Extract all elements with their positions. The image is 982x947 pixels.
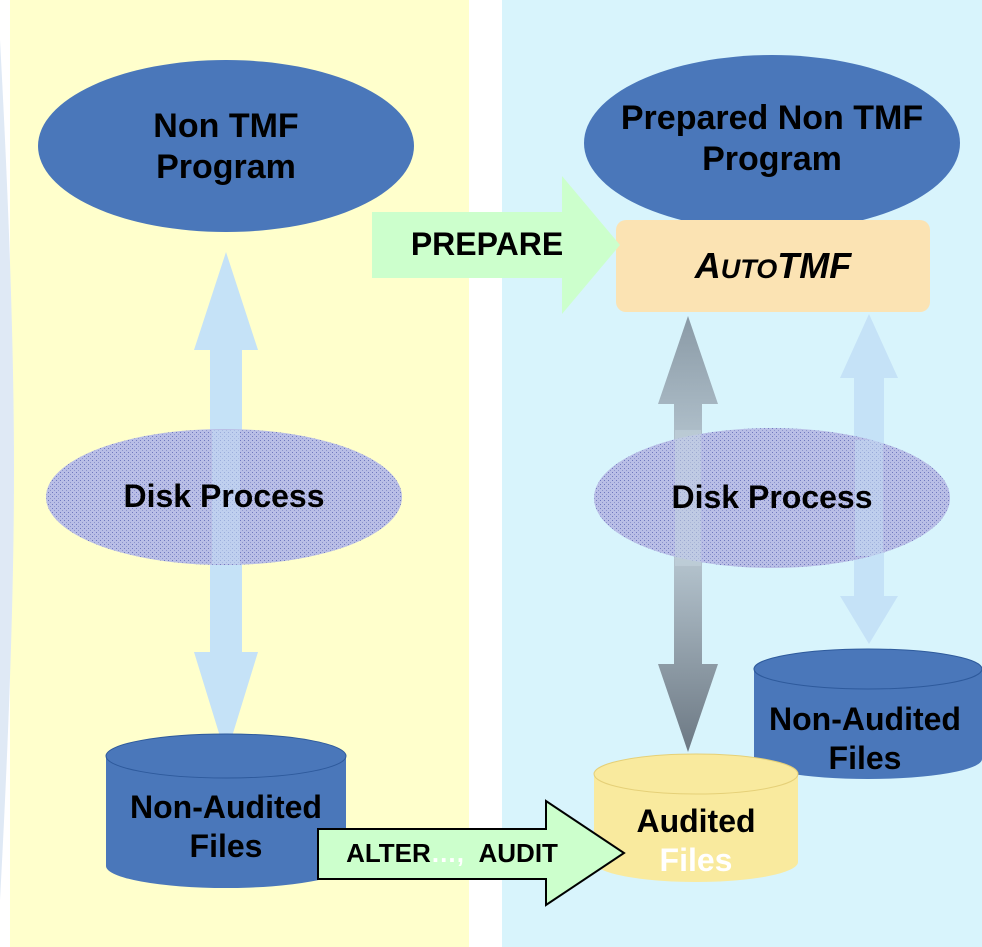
right-light-arrow-overlay — [855, 440, 883, 556]
right-arrow-overlay — [675, 430, 701, 566]
non-tmf-program-label: Non TMF Program — [153, 107, 299, 187]
right-non-audited-cylinder — [753, 648, 982, 779]
left-non-audited-cylinder — [105, 733, 347, 888]
right-disk-process-label: Disk Process — [671, 479, 873, 515]
autotmf-box — [616, 220, 930, 312]
autotmf-label: AUTOTMF — [694, 245, 852, 286]
left-disk-process-label: Disk Process — [123, 478, 325, 514]
non-tmf-program-node — [38, 60, 414, 232]
left-edge-shadow — [0, 40, 14, 900]
alter-audit-label: ALTER…, AUDIT — [346, 838, 558, 868]
left-non-audited-files-label: Non-Audited Files — [130, 789, 322, 865]
prepared-program-label: Prepared Non TMF Program — [620, 99, 924, 179]
audited-files-label: Audited Files — [636, 803, 756, 879]
prepare-arrow — [372, 176, 620, 314]
right-non-audited-files-label: Non-Audited Files — [769, 701, 961, 777]
left-arrow-overlay — [212, 430, 240, 564]
prepare-label: PREPARE — [410, 226, 564, 262]
prepared-program-node — [584, 55, 960, 231]
alter-audit-arrow — [317, 799, 626, 907]
audited-cylinder — [593, 753, 799, 882]
